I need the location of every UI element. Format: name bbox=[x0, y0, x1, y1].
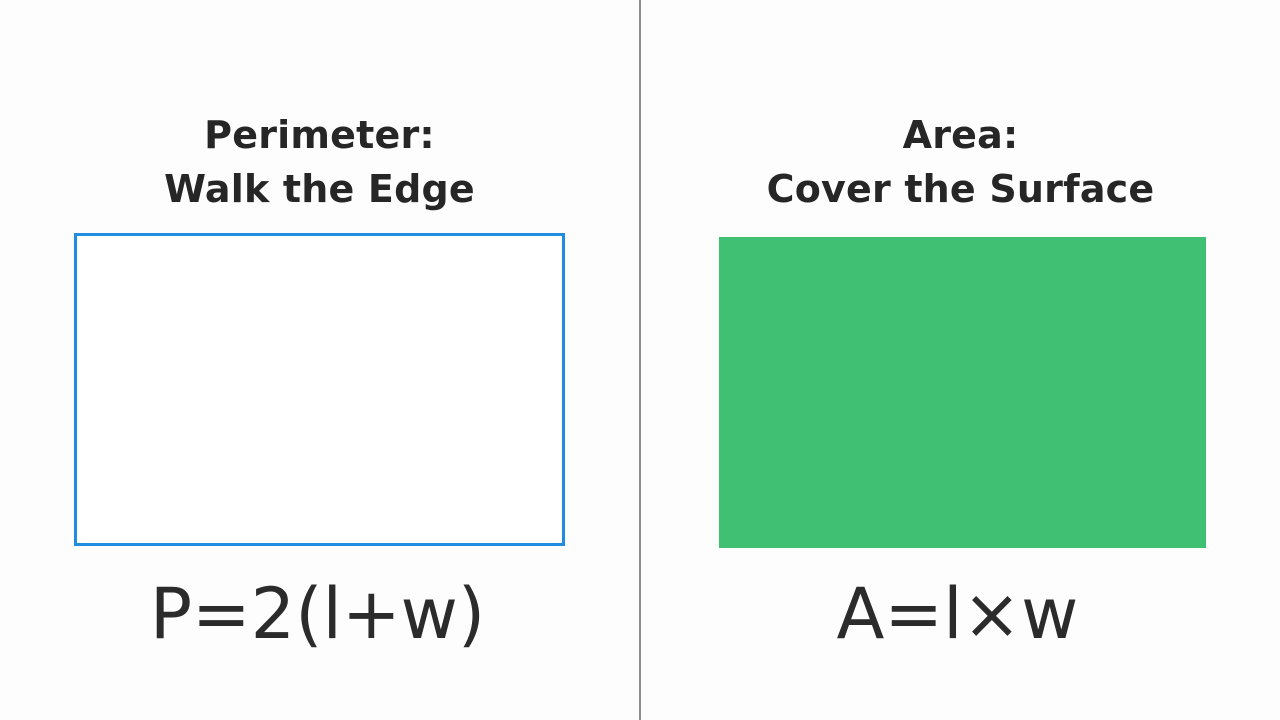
perimeter-panel: Perimeter: Walk the Edge P=2(l+w) bbox=[0, 0, 639, 720]
perimeter-title: Perimeter: bbox=[204, 113, 435, 157]
area-filled-rectangle bbox=[719, 237, 1206, 548]
area-panel: Area: Cover the Surface A=l×w bbox=[641, 0, 1280, 720]
center-divider bbox=[639, 0, 641, 720]
area-subtitle: Cover the Surface bbox=[766, 167, 1155, 211]
area-formula: A=l×w bbox=[836, 573, 1079, 655]
perimeter-outline-rectangle bbox=[74, 233, 565, 546]
area-title: Area: bbox=[902, 113, 1019, 157]
perimeter-subtitle: Walk the Edge bbox=[164, 167, 475, 211]
perimeter-formula: P=2(l+w) bbox=[149, 573, 486, 655]
